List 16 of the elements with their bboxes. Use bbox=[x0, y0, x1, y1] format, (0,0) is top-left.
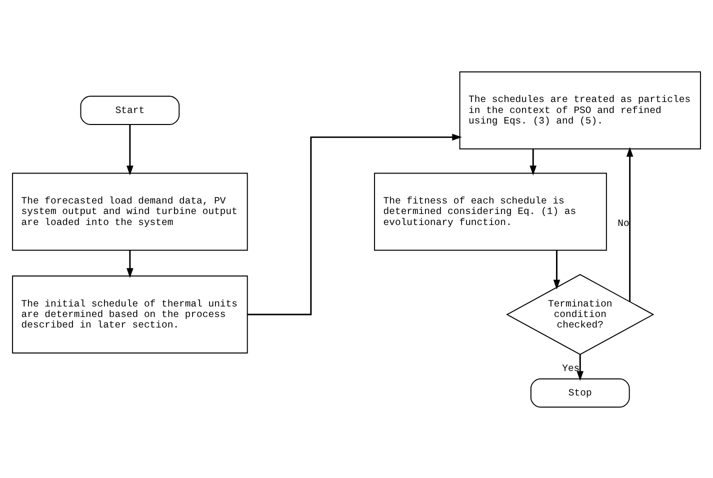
arrow bbox=[247, 133, 462, 315]
node-box: The forecasted load demand data, PV system output and wind turbine output are loaded into the system bbox=[12, 172, 248, 250]
node-box: Stop bbox=[530, 378, 630, 408]
node-box: The schedules are treated as particles in the context of PSO and refined using Eqs. (3) and (5). bbox=[459, 70, 701, 149]
node-diamond: Termination condition checked? bbox=[506, 274, 654, 355]
edge-label: Yes bbox=[562, 362, 580, 374]
edge-label: No bbox=[618, 217, 630, 228]
arrow bbox=[553, 250, 560, 289]
node-box: The initial schedule of thermal units are determined based on the process described in later section. bbox=[12, 275, 248, 353]
arrow bbox=[530, 148, 537, 175]
arrow bbox=[126, 250, 134, 278]
node-box: Start bbox=[80, 95, 180, 124]
arrow bbox=[126, 124, 134, 175]
arrow bbox=[576, 354, 584, 380]
arrow bbox=[626, 146, 634, 301]
node-box: The fitness of each schedule is determined considering Eq. (1) as evolutionary function. bbox=[374, 172, 607, 250]
